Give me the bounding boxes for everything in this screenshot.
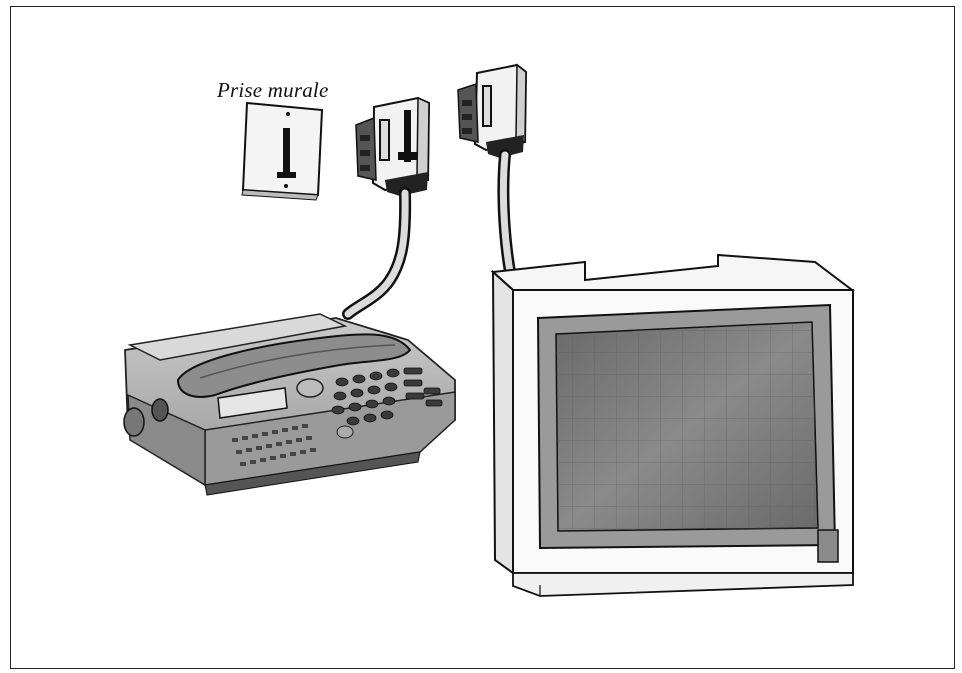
wall-socket-label: Prise murale: [217, 78, 329, 102]
illustration-frame: [10, 6, 955, 669]
fax-machine: [123, 313, 456, 496]
left-plug-adapter: [355, 96, 431, 196]
right-plug-adapter: [457, 63, 528, 158]
fax-keypad: [331, 367, 443, 426]
fax-one-touch-keys: [232, 424, 316, 466]
wall-socket: [241, 101, 324, 201]
monitor: [490, 253, 855, 597]
phone-cables: [342, 149, 516, 320]
